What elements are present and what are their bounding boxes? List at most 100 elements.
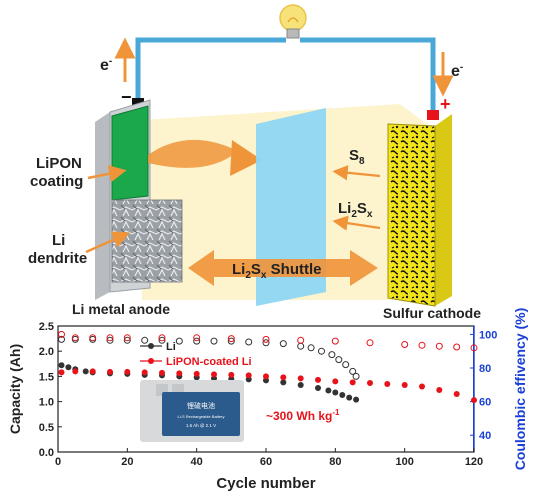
pouch-cell-photo: 锂硫电池 Li-S Rechargeable Battery 1.6 Ah @ … (140, 380, 244, 442)
dendrite-label-line2: dendrite (28, 250, 87, 267)
plot-frame (57, 325, 475, 453)
data-point-series-3 (89, 334, 97, 342)
left-tick-label: 2.0 (39, 346, 54, 358)
data-point-series-0 (325, 387, 332, 394)
data-point-series-2 (318, 347, 325, 355)
data-point-series-2 (210, 337, 218, 345)
lithium-dendrite-growth (111, 199, 183, 283)
data-point-series-1 (471, 397, 477, 404)
positive-sign: + (440, 94, 451, 114)
right-tick-label: 40 (479, 430, 491, 442)
data-point-series-2 (328, 351, 336, 359)
svg-text:锂硫电池: 锂硫电池 (187, 401, 215, 410)
negative-terminal (132, 98, 144, 108)
data-point-series-3 (227, 335, 235, 343)
data-point-series-1 (245, 372, 252, 379)
s8-label: S8 (349, 147, 365, 167)
data-point-series-2 (227, 337, 235, 345)
x-axis-label: Cycle number (216, 475, 315, 492)
left-axis-ticks: 0.00.51.01.52.02.5 (39, 321, 62, 459)
svg-text:1.6 Ah @ 2.1 V: 1.6 Ah @ 2.1 V (186, 423, 216, 428)
positive-terminal (427, 110, 439, 120)
data-point-series-0 (332, 389, 339, 396)
legend-marker-lipon (148, 358, 154, 364)
dendrite-label-line1: Li (52, 232, 65, 249)
data-point-series-0 (65, 364, 72, 371)
x-tick-label: 0 (55, 456, 61, 468)
data-point-series-3 (453, 343, 461, 351)
data-point-series-2 (193, 337, 201, 345)
data-point-series-3 (193, 334, 201, 342)
legend-label-lipon: LiPON-coated Li (166, 356, 252, 368)
data-point-series-1 (436, 387, 443, 393)
anode-side-face (95, 112, 110, 300)
data-point-series-1 (367, 380, 373, 386)
right-tick-label: 100 (479, 329, 497, 341)
electron-label-left: e- (100, 56, 112, 74)
data-point-series-1 (107, 368, 113, 375)
data-point-series-3 (71, 334, 79, 342)
data-point-series-3 (470, 344, 478, 352)
left-tick-label: 0.0 (39, 447, 54, 459)
left-tick-label: 1.5 (39, 371, 54, 383)
data-point-series-2 (262, 339, 270, 347)
cathode-label: Sulfur cathode (383, 305, 481, 321)
data-point-series-2 (245, 338, 253, 346)
lipon-pointer-arrow (87, 165, 127, 183)
data-point-series-0 (297, 382, 304, 388)
data-point-series-1 (349, 379, 356, 386)
electron-label-right: e- (451, 62, 463, 80)
data-point-series-2 (335, 356, 343, 364)
data-point-series-3 (58, 330, 65, 338)
data-point-series-3 (401, 341, 409, 348)
data-point-series-3 (418, 341, 426, 349)
data-point-series-2 (158, 336, 166, 344)
cathode-side-face (435, 114, 452, 306)
blocked-shuttle-arrow (148, 139, 238, 168)
right-tick-label: 60 (479, 397, 491, 409)
light-bulb-icon (279, 4, 307, 39)
energy-density-annotation: ~300 Wh kg-1 (266, 408, 340, 423)
data-point-series-1 (193, 370, 200, 377)
data-point-series-2 (106, 336, 114, 344)
data-point-series-1 (263, 373, 269, 380)
data-point-series-1 (141, 369, 148, 376)
shuttle-label: Li2Sx Shuttle (232, 261, 321, 281)
data-point-series-2 (307, 344, 315, 352)
data-point-series-0 (339, 392, 346, 398)
svg-text:Li-S Rechargeable Battery: Li-S Rechargeable Battery (178, 414, 225, 419)
x-tick-label: 80 (329, 456, 341, 468)
x-tick-label: 120 (465, 456, 483, 468)
battery-schematic: e- e- − + S8 Li2Sx Li2Sx Shuttle LiPON (28, 4, 481, 321)
data-point-series-1 (72, 368, 79, 375)
separator (256, 108, 326, 306)
data-point-series-3 (158, 334, 166, 342)
external-circuit-wire (135, 37, 436, 112)
data-point-series-1 (280, 374, 287, 381)
legend: Li LiPON-coated Li (140, 341, 252, 368)
blocked-shuttle-arrowhead (230, 140, 262, 176)
data-point-series-2 (342, 361, 350, 369)
data-point-series-0 (315, 385, 321, 391)
y-axis-label-left: Capacity (Ah) (7, 344, 23, 434)
right-axis-spine (473, 326, 475, 452)
li2sx-arrow (332, 215, 381, 231)
sulfur-cathode (387, 123, 436, 307)
data-point-series-3 (366, 339, 374, 347)
data-point-series-1 (159, 369, 165, 376)
data-point-series-1 (124, 368, 131, 375)
data-point-series-2 (175, 337, 183, 345)
data-point-series-2 (58, 335, 65, 343)
dendrite-pointer-arrow (85, 231, 130, 254)
data-point-series-1 (315, 376, 321, 383)
legend-marker-li (148, 343, 154, 349)
data-point-series-3 (435, 342, 443, 350)
s8-arrow (332, 165, 381, 181)
data-point-series-3 (262, 335, 270, 343)
data-point-series-2 (279, 340, 287, 348)
data-point-series-1 (453, 391, 460, 397)
li2sx-label: Li2Sx (338, 200, 373, 220)
data-point-series-1 (211, 371, 217, 378)
